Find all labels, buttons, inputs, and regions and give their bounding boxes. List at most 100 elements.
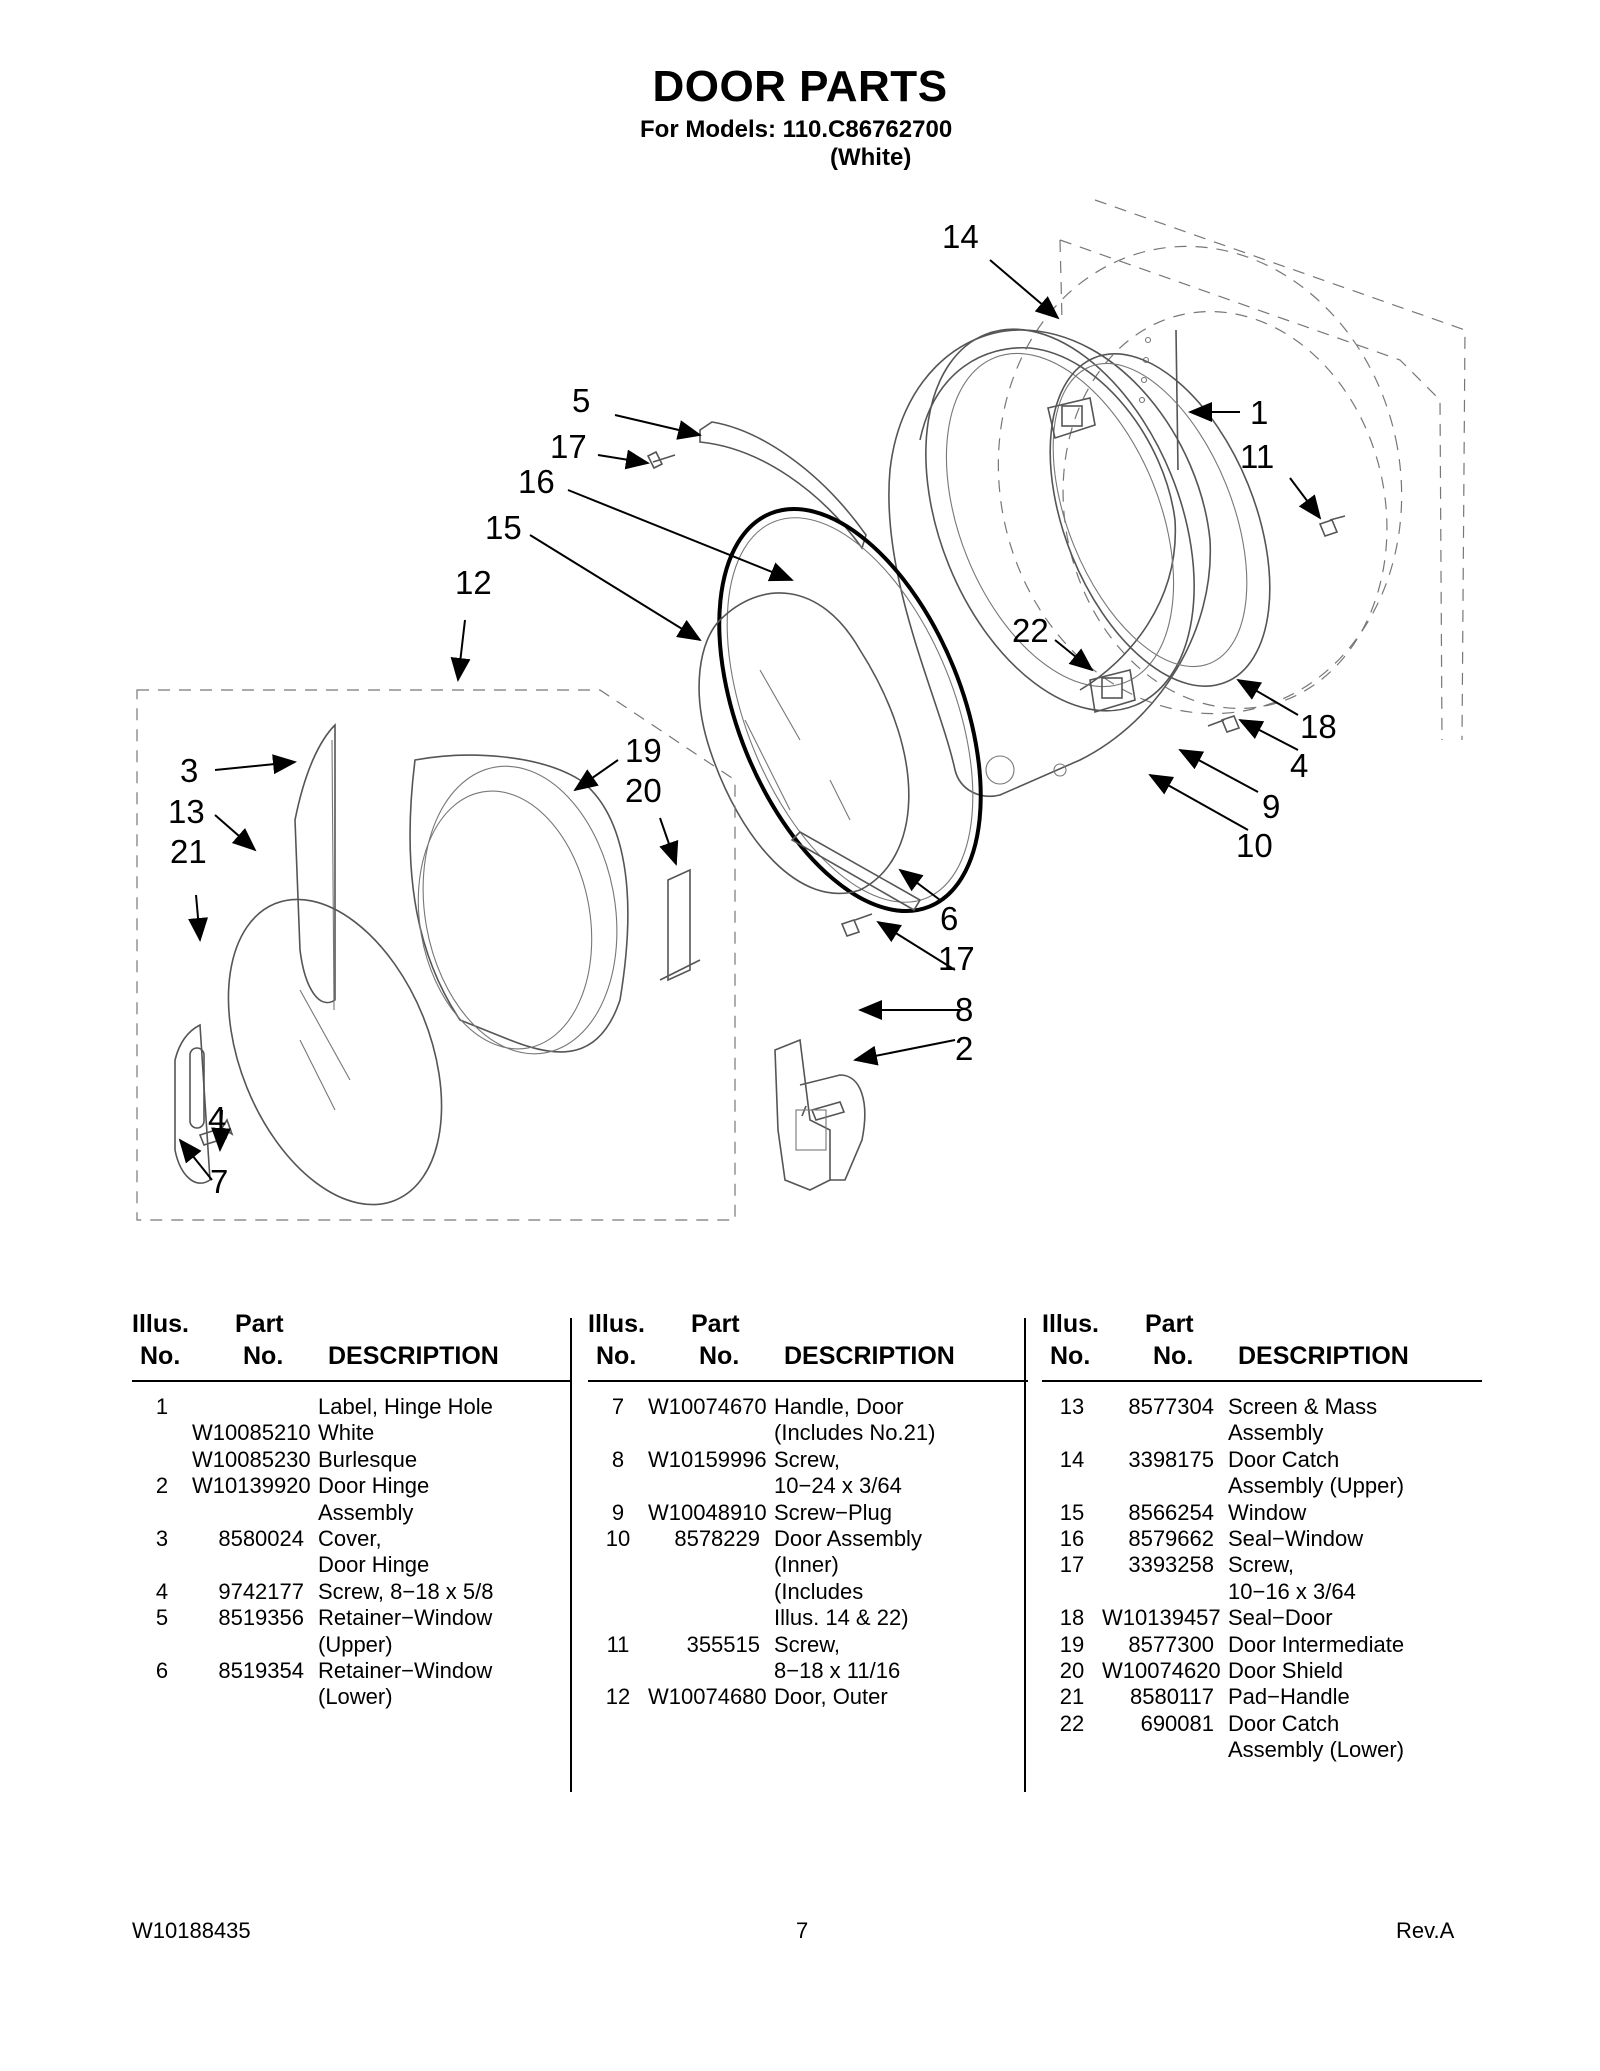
callout-10: 10 [1236, 827, 1273, 864]
callout-21: 21 [170, 833, 207, 870]
header-part-no: No. [1153, 1342, 1194, 1370]
window-seal [717, 507, 983, 913]
callout-17-lower: 17 [938, 940, 975, 977]
part-no-cell: 8579662 [1128, 1526, 1214, 1552]
description-cell: White [318, 1420, 375, 1446]
illus-no-cell: 12 [605, 1684, 631, 1710]
illus-no-cell [588, 1605, 648, 1631]
illus-no-cell: 2 [155, 1473, 169, 1499]
part-no-cell: W10085230 [192, 1446, 311, 1472]
header-part: Part [691, 1310, 740, 1338]
illus-no-cell [588, 1658, 648, 1684]
callout-17-upper: 17 [550, 428, 587, 465]
window-retainer-upper [699, 421, 867, 550]
part-no-cell: W10074670 [648, 1394, 767, 1419]
illus-no-cell [1042, 1420, 1102, 1446]
table-header: Illus. No. Part No. DESCRIPTION [132, 1310, 572, 1382]
description-cell: Assembly [1228, 1420, 1324, 1446]
description-cell: Assembly [318, 1499, 414, 1525]
illus-no-cell: 15 [1059, 1499, 1085, 1525]
callout-19: 19 [625, 732, 662, 769]
table-row: W10085230 Burlesque [132, 1447, 572, 1473]
part-no-cell: W10085210 [192, 1420, 311, 1446]
description-cell: Burlesque [318, 1446, 418, 1472]
illus-no-cell: 8 [611, 1446, 625, 1472]
illus-no-cell [132, 1447, 192, 1473]
header-illus-no: No. [140, 1342, 181, 1370]
illus-no-cell: 19 [1059, 1631, 1085, 1657]
illus-no-cell: 3 [155, 1526, 169, 1552]
doc-number: W10188435 [132, 1918, 251, 1943]
illus-no-cell: 21 [1059, 1684, 1085, 1710]
callout-8: 8 [955, 991, 973, 1028]
page-title: DOOR PARTS [652, 62, 948, 111]
door-catch-lower [1089, 669, 1136, 714]
description-cell: Retainer−Window [318, 1658, 493, 1684]
illus-no-cell [1042, 1737, 1102, 1763]
header-illus: Illus. [588, 1310, 645, 1338]
callout-12: 12 [455, 564, 492, 601]
part-no-cell: 8577300 [1128, 1631, 1214, 1657]
illus-no-cell [588, 1579, 648, 1605]
table-row: Assembly (Upper) [1042, 1473, 1482, 1499]
description-cell: Handle, Door [774, 1394, 904, 1419]
description-cell: Door Hinge [318, 1552, 430, 1578]
illus-no-cell: 17 [1059, 1552, 1085, 1578]
callout-6: 6 [940, 900, 958, 937]
table-row: Illus. 14 & 22) [588, 1605, 1028, 1631]
cabinet-front-outline [997, 199, 1466, 741]
description-cell: Seal−Door [1228, 1605, 1333, 1631]
part-no-cell: 690081 [1140, 1710, 1214, 1736]
illus-no-cell: 16 [1059, 1526, 1085, 1552]
illus-no-cell: 4 [155, 1578, 169, 1604]
description-cell: Seal−Window [1228, 1526, 1364, 1552]
illus-no-cell: 11 [606, 1631, 630, 1657]
illus-no-cell: 10 [605, 1526, 631, 1552]
part-no-cell [192, 1552, 318, 1578]
illus-no-cell: 22 [1059, 1710, 1085, 1736]
header-part-no: No. [243, 1342, 284, 1370]
callout-13: 13 [168, 793, 205, 830]
illus-no-cell: 5 [155, 1605, 169, 1631]
part-no-cell: 8519356 [218, 1605, 304, 1631]
description-cell: Screw, [774, 1446, 841, 1472]
exploded-parts-diagram: 14 5 17 16 15 12 1 11 22 18 4 9 10 3 13 … [136, 199, 1466, 1221]
table-row: 19 8577300 Door Intermediate [1042, 1632, 1482, 1658]
table-row: (Lower) [132, 1684, 572, 1710]
door-catch-upper [1047, 397, 1096, 440]
header-illus: Illus. [1042, 1310, 1099, 1338]
part-no-cell [648, 1552, 774, 1578]
part-no-cell: 8577304 [1128, 1394, 1214, 1419]
description-cell: Door Intermediate [1228, 1631, 1405, 1657]
revision: Rev.A [1396, 1918, 1455, 1943]
illus-no-cell [132, 1500, 192, 1526]
callout-2: 2 [955, 1030, 973, 1067]
table-row: Door Hinge [132, 1552, 572, 1578]
illus-no-cell: 9 [611, 1499, 625, 1525]
table-row: (Upper) [132, 1632, 572, 1658]
part-no-cell: 8519354 [218, 1658, 304, 1684]
table-row: 8−18 x 11/16 [588, 1658, 1028, 1684]
part-no-cell [192, 1500, 318, 1526]
description-cell: Door Catch [1228, 1446, 1340, 1472]
illus-no-cell: 14 [1059, 1446, 1085, 1472]
description-cell: Assembly (Upper) [1228, 1473, 1405, 1499]
header-illus-no: No. [596, 1342, 637, 1370]
header-description: DESCRIPTION [1238, 1342, 1409, 1370]
part-no-cell: W10048910 [648, 1499, 767, 1525]
callout-7: 7 [210, 1163, 228, 1200]
part-no-cell: W10074680 [648, 1684, 767, 1710]
